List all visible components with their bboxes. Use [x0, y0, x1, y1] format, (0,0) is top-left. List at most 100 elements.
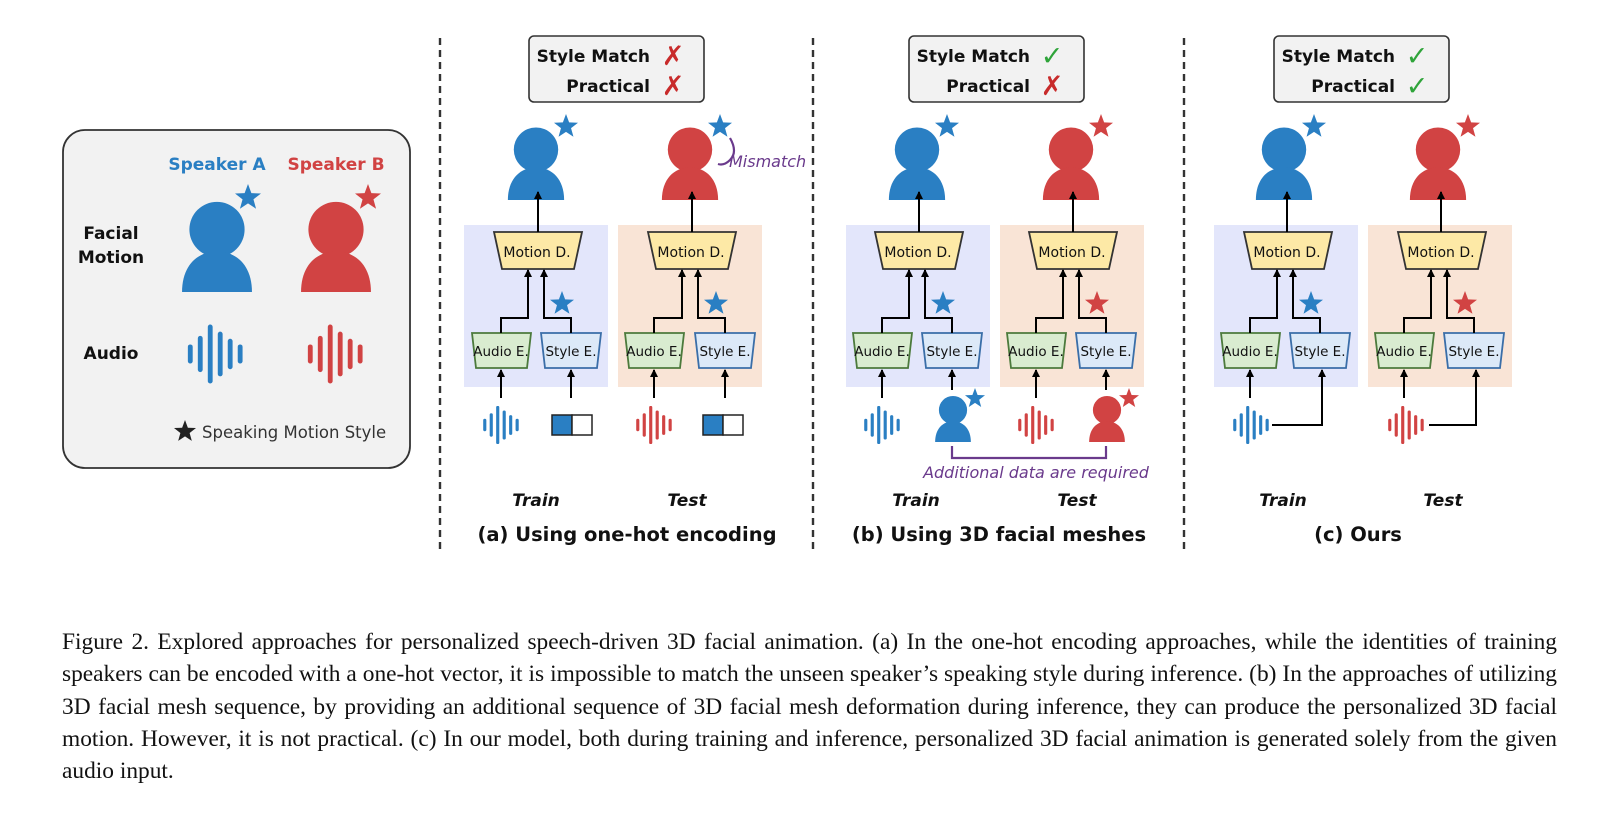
panel-b-test-style-encoder-label: Style E.: [1080, 344, 1131, 360]
panel-c-test-motion-decoder: [1396, 231, 1488, 270]
panel-c-test-style-encoder: [1442, 332, 1506, 369]
panel-a-mismatch-bracket: [717, 137, 736, 166]
panel-c-test-audio-encoder: [1373, 332, 1436, 369]
panel-a-train-label: Train: [512, 491, 560, 511]
panel-b-test-mesh-person-icon: [1089, 395, 1125, 442]
panel-b-practical-cross-icon: ✗: [1041, 71, 1064, 102]
panel-b-train-style-encoder: [920, 332, 984, 369]
panel-c-train-motion-decoder-label: Motion D.: [1253, 245, 1320, 261]
panel-b-test-motion-decoder: [1027, 231, 1119, 270]
panel-c-style-match-check-icon: ✓: [1406, 41, 1429, 72]
panel-c-test-style-encoder-label: Style E.: [1448, 344, 1499, 360]
panel-b-additional-data-annotation: Additional data are required: [922, 463, 1150, 482]
panel-a-practical-cross-icon: ✗: [662, 71, 685, 102]
panel-c-style-match-label: Style Match: [1282, 47, 1395, 67]
panel-c-test-audio-wave-icon: [1388, 406, 1424, 444]
star-legend-label: Speaking Motion Style: [202, 423, 386, 442]
panel-a-style-match-label: Style Match: [537, 47, 650, 67]
panel-c-train-motion-decoder: [1242, 231, 1334, 270]
panel-c: Style Match ✓ Practical ✓ Motion D. Audi…: [1214, 35, 1512, 546]
panel-a-status-box: [528, 35, 705, 103]
speaker-b-label: Speaker B: [287, 155, 384, 175]
panel-c-train-label: Train: [1259, 491, 1307, 511]
panel-c-train-output-person-icon: [1255, 127, 1313, 200]
figure-caption: Figure 2. Explored approaches for person…: [62, 629, 1557, 785]
panel-c-train-style-encoder: [1288, 332, 1352, 369]
panel-c-train-audio-encoder-label: Audio E.: [1222, 344, 1277, 360]
panel-a-mismatch-annotation: Mismatch: [729, 152, 806, 171]
panel-a-test-style-encoder: [693, 332, 757, 369]
panel-a-train-motion-decoder-label: Motion D.: [503, 245, 570, 261]
panel-c-train-output-star-icon: [1302, 114, 1326, 137]
figure-diagram: Speaker A Speaker B Facial Motion Audio …: [62, 35, 1512, 552]
panel-c-status-box: [1273, 35, 1450, 103]
panel-b-train-audio-wave-icon: [864, 406, 900, 444]
panel-b-test-style-encoder: [1074, 332, 1138, 369]
panel-b-status-box: [908, 35, 1085, 103]
panel-b-test-audio-wave-icon: [1018, 406, 1054, 444]
panel-a-train-output-person-icon: [507, 127, 565, 200]
panel-b-title: (b) Using 3D facial meshes: [852, 523, 1146, 546]
panel-b-train-style-encoder-label: Style E.: [926, 344, 977, 360]
panel-b-train-output-person-icon: [888, 127, 946, 200]
panel-a-train-one-hot-icon: [551, 414, 593, 436]
panel-a-test-audio-wave-icon: [636, 406, 672, 444]
panel-b-train-audio-encoder-label: Audio E.: [854, 344, 909, 360]
legend-box: Speaker A Speaker B Facial Motion Audio …: [62, 129, 411, 469]
panel-b-train-mesh-person-icon: [935, 395, 971, 442]
panel-b-train-mesh-star-icon: [965, 388, 985, 407]
panel-c-train-style-encoder-label: Style E.: [1294, 344, 1345, 360]
panel-b-test-mesh-star-icon: [1119, 388, 1139, 407]
panel-a-test-output-person-icon: [661, 127, 719, 200]
panel-b-test-label: Test: [1057, 491, 1097, 511]
panel-a-test-one-hot-icon: [702, 414, 744, 436]
panel-a-train-audio-encoder-label: Audio E.: [473, 344, 528, 360]
panel-a-train-audio-wave-icon: [483, 406, 519, 444]
panel-c-test-label: Test: [1423, 491, 1463, 511]
panel-a-test-style-encoder-label: Style E.: [699, 344, 750, 360]
panel-a-train-style-encoder: [539, 332, 603, 369]
panel-c-test-motion-decoder-label: Motion D.: [1407, 245, 1474, 261]
panel-b: Style Match ✓ Practical ✗ Motion D. Audi…: [846, 35, 1150, 546]
panel-b-test-output-star-icon: [1089, 114, 1113, 137]
panel-b-additional-data-bracket: [950, 446, 1108, 460]
panel-b-style-match-label: Style Match: [917, 47, 1030, 67]
panel-a-practical-label: Practical: [566, 77, 650, 97]
panel-c-test-output-star-icon: [1456, 114, 1480, 137]
panel-c-practical-check-icon: ✓: [1406, 71, 1429, 102]
panel-b-practical-label: Practical: [946, 77, 1030, 97]
panel-a-train-style-encoder-label: Style E.: [545, 344, 596, 360]
panel-a-test-output-star-icon: [708, 114, 732, 137]
panel-a-train-audio-encoder: [470, 332, 533, 369]
panel-a-title: (a) Using one-hot encoding: [477, 523, 776, 546]
panel-a-test-motion-decoder: [646, 231, 738, 270]
panel-a-train-output-star-icon: [554, 114, 578, 137]
panel-b-train-motion-decoder: [873, 231, 965, 270]
panel-c-test-output-person-icon: [1409, 127, 1467, 200]
panel-b-test-audio-encoder: [1005, 332, 1068, 369]
facial-motion-label-line2: Motion: [78, 248, 144, 268]
audio-label: Audio: [84, 344, 139, 364]
panel-b-train-motion-decoder-label: Motion D.: [884, 245, 951, 261]
panel-b-test-audio-encoder-label: Audio E.: [1008, 344, 1063, 360]
panel-b-test-motion-decoder-label: Motion D.: [1038, 245, 1105, 261]
facial-motion-label-line1: Facial: [83, 224, 138, 244]
panel-b-test-output-person-icon: [1042, 127, 1100, 200]
panel-b-train-label: Train: [892, 491, 940, 511]
panel-c-practical-label: Practical: [1311, 77, 1395, 97]
panel-a-test-motion-decoder-label: Motion D.: [657, 245, 724, 261]
panel-c-test-audio-encoder-label: Audio E.: [1376, 344, 1431, 360]
panel-c-train-audio-wave-icon: [1233, 406, 1269, 444]
speaker-a-label: Speaker A: [168, 155, 266, 175]
panel-b-train-audio-encoder: [851, 332, 914, 369]
panel-a-style-match-cross-icon: ✗: [662, 41, 685, 72]
panel-a-test-audio-encoder: [623, 332, 686, 369]
panel-b-style-match-check-icon: ✓: [1041, 41, 1064, 72]
panel-a-test-audio-encoder-label: Audio E.: [626, 344, 681, 360]
panel-a-train-motion-decoder: [492, 231, 584, 270]
panel-a-test-label: Test: [667, 491, 707, 511]
panel-c-title: (c) Ours: [1314, 523, 1402, 546]
panel-b-train-output-star-icon: [935, 114, 959, 137]
panel-a: Style Match ✗ Practical ✗ Motion D. Audi…: [464, 35, 806, 546]
panel-c-train-audio-encoder: [1219, 332, 1282, 369]
